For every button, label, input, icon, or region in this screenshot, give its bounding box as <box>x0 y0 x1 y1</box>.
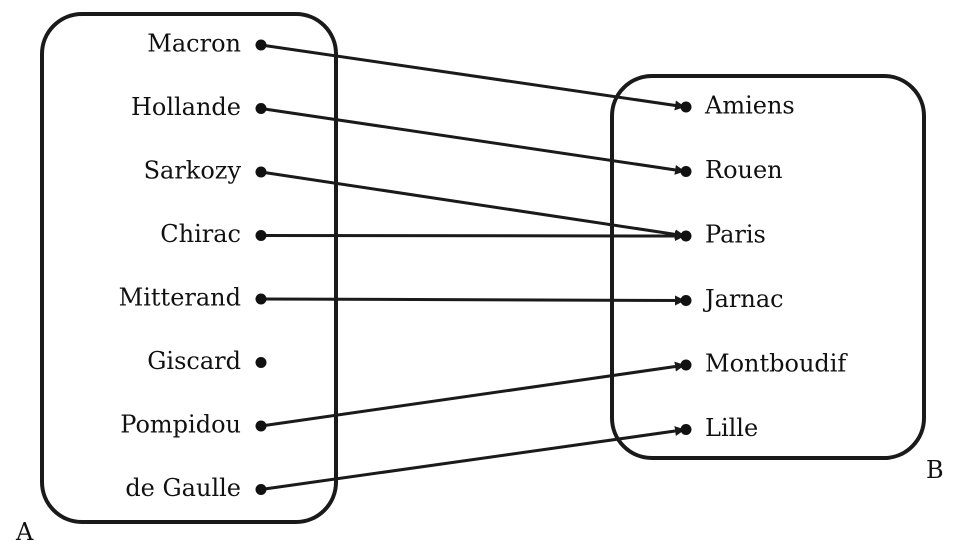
domain-dot-sarkozy <box>255 166 267 178</box>
domain-label-de-gaulle: de Gaulle <box>125 474 241 502</box>
domain-label-sarkozy: Sarkozy <box>144 157 242 185</box>
domain-elements: MacronHollandeSarkozyChiracMitterandGisc… <box>119 30 267 502</box>
codomain-dot-lille <box>680 424 692 435</box>
arrow-sarkozy-to-paris <box>260 170 686 240</box>
codomain-dot-rouen <box>680 166 692 177</box>
domain-dot-macron <box>255 39 267 51</box>
codomain-label-paris: Paris <box>705 221 766 249</box>
codomain-dot-paris <box>680 230 692 242</box>
set-a-box <box>40 12 338 524</box>
arrow-de-gaulle-to-lille <box>260 426 686 491</box>
set-b-name: B <box>926 456 944 484</box>
domain-label-macron: Macron <box>147 30 241 58</box>
codomain-label-jarnac: Jarnac <box>702 285 784 313</box>
codomain-label-rouen: Rouen <box>705 156 783 184</box>
domain-dot-pompidou <box>255 420 267 432</box>
domain-label-hollande: Hollande <box>131 93 241 121</box>
codomain-label-amiens: Amiens <box>704 92 795 120</box>
domain-label-mitterand: Mitterand <box>119 284 241 312</box>
set-b-box <box>610 74 926 460</box>
domain-label-giscard: Giscard <box>147 347 241 375</box>
domain-dot-chirac <box>255 230 267 241</box>
arrow-hollande-to-rouen <box>260 107 686 175</box>
domain-dot-giscard <box>255 357 267 368</box>
arrows-group <box>260 43 686 491</box>
codomain-label-lille: Lille <box>705 414 758 442</box>
domain-dot-de-gaulle <box>255 484 267 495</box>
codomain-dot-jarnac <box>680 295 692 306</box>
domain-dot-hollande <box>255 103 267 114</box>
set-a-name: A <box>15 518 34 546</box>
domain-label-pompidou: Pompidou <box>120 411 241 439</box>
arrow-mitterand-to-jarnac <box>260 295 685 306</box>
domain-label-chirac: Chirac <box>160 220 241 248</box>
codomain-dot-montboudif <box>680 359 692 371</box>
codomain-dot-amiens <box>680 101 692 113</box>
codomain-label-montboudif: Montboudif <box>705 350 848 378</box>
arrow-macron-to-amiens <box>260 43 686 111</box>
arrow-pompidou-to-montboudif <box>260 361 686 428</box>
domain-dot-mitterand <box>255 293 267 305</box>
